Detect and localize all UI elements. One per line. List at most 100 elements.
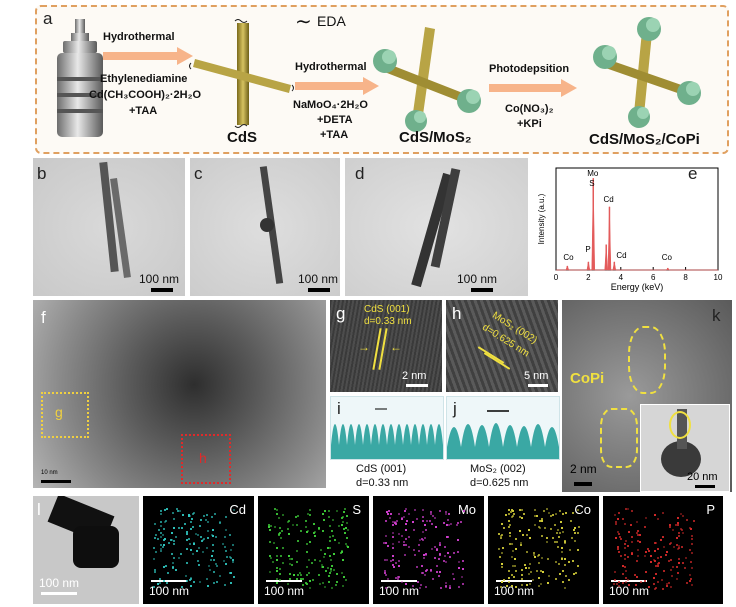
scale-label: 100 nm (139, 272, 180, 286)
panel-letter: i (337, 399, 341, 418)
map-signal-dot (388, 510, 391, 513)
map-signal-dot (508, 531, 511, 534)
map-signal-dot (343, 532, 346, 535)
map-signal-dot (424, 537, 427, 540)
map-signal-dot (171, 561, 174, 564)
map-signal-dot (329, 558, 332, 561)
map-signal-dot (295, 516, 298, 519)
map-signal-dot (447, 536, 450, 539)
map-signal-dot (508, 543, 511, 546)
map-signal-dot (664, 554, 667, 557)
map-signal-dot (232, 558, 235, 561)
map-signal-dot (329, 571, 332, 574)
map-signal-dot (654, 572, 657, 575)
map-signal-dot (619, 537, 622, 540)
map-signal-dot (525, 566, 528, 569)
scale-label: 100 nm (609, 584, 650, 598)
map-signal-dot (230, 582, 233, 585)
map-signal-dot (159, 582, 162, 585)
map-signal-dot (520, 577, 523, 580)
map-signal-dot (288, 557, 291, 560)
map-signal-dot (401, 517, 404, 520)
map-signal-dot (623, 542, 626, 545)
map-signal-dot (324, 552, 327, 555)
element-label: Co (574, 502, 591, 517)
map-signal-dot (425, 519, 428, 522)
map-signal-dot (555, 541, 558, 544)
map-signal-dot (532, 551, 535, 554)
map-signal-dot (302, 578, 305, 581)
map-signal-dot (228, 572, 231, 575)
map-signal-dot (202, 551, 205, 554)
map-signal-dot (298, 571, 301, 574)
map-signal-dot (568, 560, 571, 563)
map-signal-dot (179, 552, 182, 555)
map-signal-dot (330, 587, 333, 590)
map-signal-dot (534, 515, 537, 518)
x-tick-label: 10 (714, 273, 723, 282)
map-signal-dot (445, 511, 448, 514)
map-signal-dot (195, 533, 198, 536)
map-signal-dot (461, 560, 464, 563)
map-signal-dot (321, 512, 324, 515)
map-signal-dot (268, 526, 271, 529)
map-signal-dot (564, 541, 567, 544)
map-signal-dot (330, 530, 333, 533)
map-signal-dot (299, 529, 302, 532)
map-signal-dot (686, 581, 689, 584)
peak-label: Co (662, 253, 673, 262)
scale-bar (41, 592, 77, 595)
map-signal-dot (438, 554, 441, 556)
map-signal-dot (536, 555, 539, 558)
lattice-profile-plot (447, 410, 559, 459)
map-signal-dot (318, 560, 321, 563)
map-signal-dot (627, 530, 630, 533)
map-signal-dot (275, 558, 278, 561)
map-signal-dot (614, 521, 617, 524)
spectrum-series (556, 178, 718, 271)
map-signal-dot (624, 523, 627, 526)
map-signal-dot (422, 531, 425, 534)
map-signal-dot (273, 541, 276, 544)
map-signal-dot (384, 535, 387, 538)
map-signal-dot (186, 538, 189, 541)
map-signal-dot (159, 524, 162, 527)
map-signal-dot (412, 548, 415, 551)
map-signal-dot (690, 527, 693, 530)
map-signal-dot (291, 564, 294, 567)
map-signal-dot (559, 572, 562, 575)
map-signal-dot (501, 534, 504, 536)
map-signal-dot (684, 557, 687, 560)
map-signal-dot (420, 583, 423, 586)
map-signal-dot (421, 565, 424, 568)
eds-map-s: S 100 nm (258, 496, 369, 604)
map-signal-dot (536, 570, 539, 573)
map-signal-dot (532, 579, 535, 582)
map-signal-dot (324, 569, 327, 572)
map-signal-dot (644, 554, 647, 557)
map-signal-dot (175, 536, 178, 539)
map-signal-dot (521, 516, 524, 519)
arrow-right-icon: → (358, 340, 370, 354)
map-signal-dot (162, 534, 164, 537)
map-signal-dot (423, 557, 426, 560)
map-signal-dot (543, 509, 546, 512)
map-signal-dot (547, 574, 550, 577)
copi-region-outline (628, 326, 666, 394)
map-signal-dot (342, 510, 345, 513)
map-signal-dot (198, 525, 201, 528)
map-signal-dot (177, 527, 180, 530)
map-signal-dot (636, 539, 639, 542)
map-signal-dot (171, 553, 174, 556)
map-signal-dot (678, 558, 681, 560)
map-signal-dot (206, 584, 209, 587)
map-signal-dot (537, 561, 540, 564)
map-signal-dot (328, 574, 331, 577)
map-signal-dot (510, 509, 513, 512)
map-signal-dot (188, 514, 191, 517)
map-signal-dot (332, 552, 335, 555)
map-signal-dot (159, 513, 162, 516)
map-signal-dot (520, 574, 523, 577)
arrow2-reagent-3: +TAA (320, 129, 349, 141)
copi-region-outline (600, 408, 638, 468)
